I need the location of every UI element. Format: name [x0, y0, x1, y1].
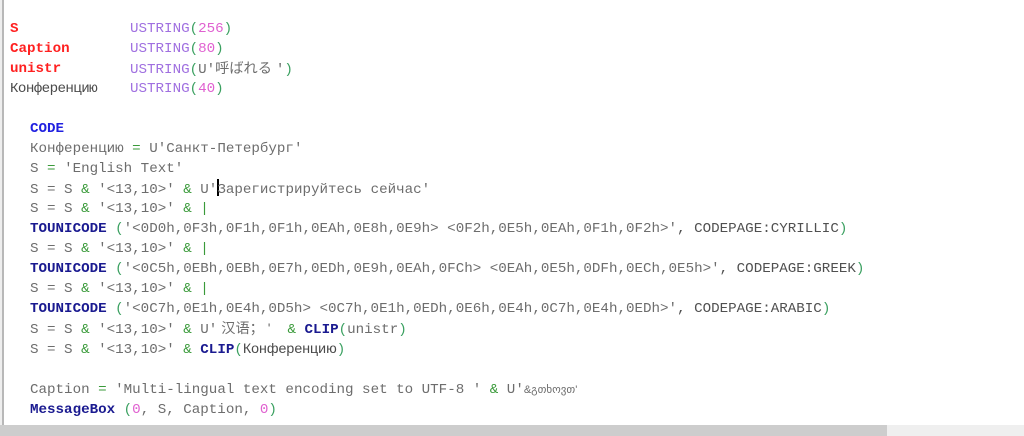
- decl-name: Конференцию: [10, 81, 98, 97]
- code-line-8[interactable]: S = S & '<13,10>' & |: [30, 281, 209, 297]
- code-line-4[interactable]: S = S & '<13,10>' & |: [30, 201, 209, 217]
- code-line-2[interactable]: S = 'English Text': [30, 161, 184, 177]
- tounicode-function: TOUNICODE: [30, 221, 107, 237]
- decl-name: S: [10, 21, 19, 37]
- code-line-10[interactable]: S = S & '<13,10>' & U' 汉语； ' & CLIP(unis…: [30, 321, 407, 338]
- code-line-3[interactable]: S = S & '<13,10>' & U'Зарегистрируйтесь …: [30, 179, 430, 199]
- code-line-caption[interactable]: Caption = 'Multi-lingual text encoding s…: [30, 382, 578, 398]
- decl-name: Caption: [10, 41, 70, 57]
- code-line-11[interactable]: S = S & '<13,10>' & CLIP(Конференцию): [30, 341, 346, 358]
- horizontal-scrollbar[interactable]: [0, 425, 1024, 436]
- scrollbar-thumb[interactable]: [0, 425, 887, 436]
- code-line-7[interactable]: TOUNICODE ('<0C5h,0EBh,0EBh,0E7h,0EDh,0E…: [30, 261, 865, 277]
- clip-function: CLIP: [304, 322, 339, 338]
- decl-arg: 256: [198, 21, 224, 37]
- code-line-1[interactable]: Конференцию = U'Санкт-Петербург': [30, 141, 303, 157]
- code-line-6[interactable]: S = S & '<13,10>' & |: [30, 241, 209, 257]
- clip-function: CLIP: [200, 342, 235, 358]
- decl-type: USTRING: [130, 81, 190, 97]
- decl-name: unistr: [10, 61, 62, 77]
- code-line-5[interactable]: TOUNICODE ('<0D0h,0F3h,0F1h,0F1h,0EAh,0E…: [30, 221, 848, 237]
- code-keyword: CODE: [30, 121, 65, 137]
- editor-left-margin: [0, 0, 2, 425]
- code-line-9[interactable]: TOUNICODE ('<0C7h,0E1h,0E4h,0D5h> <0C7h,…: [30, 301, 831, 317]
- tounicode-function: TOUNICODE: [30, 261, 107, 277]
- decl-arg: 80: [198, 41, 216, 57]
- decl-type: USTRING: [130, 21, 190, 37]
- code-line-code[interactable]: CODE: [30, 119, 64, 139]
- editor-border: [2, 0, 4, 425]
- decl-arg: 40: [198, 81, 216, 97]
- decl-type: USTRING: [130, 41, 190, 57]
- decl-arg-japanese: 呼ばれる: [215, 61, 276, 77]
- decl-type: USTRING: [130, 62, 190, 78]
- messagebox-function: MessageBox: [30, 402, 116, 418]
- code-line-messagebox[interactable]: MessageBox (0, S, Caption, 0): [30, 402, 277, 418]
- text-cursor: [217, 179, 220, 196]
- tounicode-function: TOUNICODE: [30, 301, 107, 317]
